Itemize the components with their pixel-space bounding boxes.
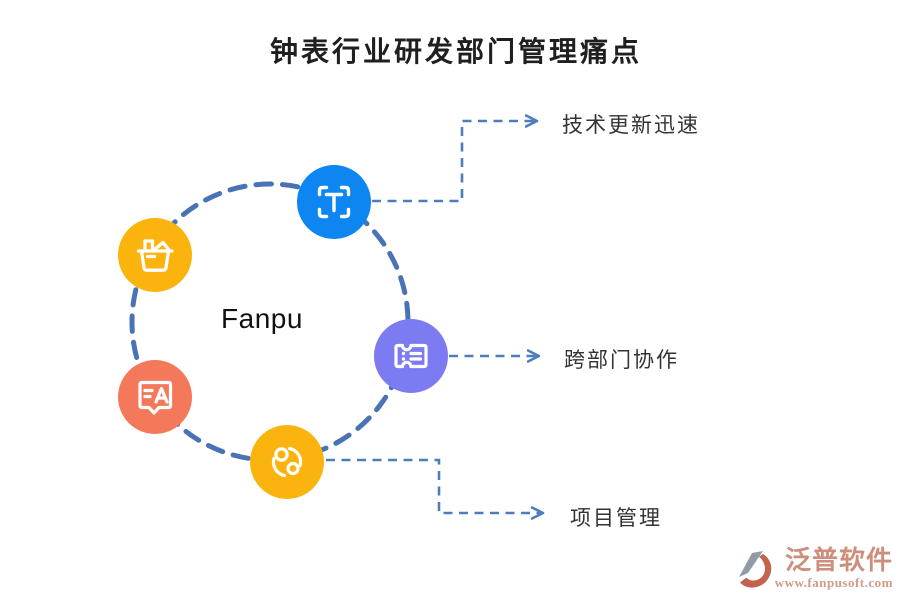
watermark-brand: 泛普软件 [784,546,893,575]
basket-icon [118,218,192,292]
chat-translate-icon [118,360,192,434]
page-title: 钟表行业研发部门管理痛点 [269,37,642,68]
fanpu-logo-icon [738,551,771,588]
scan-text-icon [297,165,371,239]
watermark: 泛普软件 www.fanpusoft.com [737,548,893,592]
connector-tech [372,121,536,203]
callout-label-tech: 技术更新迅速 [562,113,700,137]
connector-project [326,458,542,513]
sync-icon [250,425,324,499]
center-brand-label: Fanpu [221,303,303,334]
callout-label-project: 项目管理 [570,506,662,530]
watermark-url: www.fanpusoft.com [774,575,893,590]
ticket-icon [374,319,448,393]
callout-label-collab: 跨部门协作 [564,348,679,372]
